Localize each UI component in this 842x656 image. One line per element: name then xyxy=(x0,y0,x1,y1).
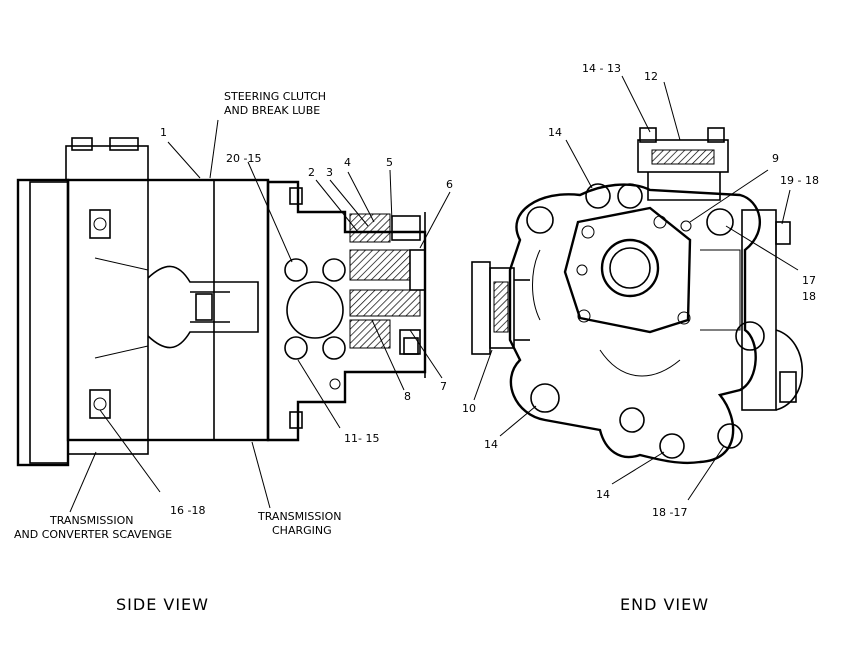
callout-14-bottom: 14 xyxy=(596,488,610,501)
callout-18: 18 xyxy=(802,290,816,303)
callout-2: 2 xyxy=(308,166,315,179)
callout-19-18: 19 - 18 xyxy=(780,174,819,187)
callout-10: 10 xyxy=(462,402,476,415)
callout-8: 8 xyxy=(404,390,411,403)
callout-14-13: 14 - 13 xyxy=(582,62,621,75)
callout-6: 6 xyxy=(446,178,453,191)
side-view-caption: SIDE VIEW xyxy=(116,595,209,614)
steering-note-line2: AND BREAK LUBE xyxy=(224,104,320,117)
callout-20-15: 20 -15 xyxy=(226,152,261,165)
steering-note-line1: STEERING CLUTCH xyxy=(224,90,326,103)
side-view-notes: STEERING CLUTCH AND BREAK LUBE TRANSMISS… xyxy=(14,90,341,541)
callout-18-17: 18 -17 xyxy=(652,506,687,519)
callout-1: 1 xyxy=(160,126,167,139)
callout-4: 4 xyxy=(344,156,351,169)
scavenge-note-line1: TRANSMISSION xyxy=(49,514,133,527)
scavenge-note-line2: AND CONVERTER SCAVENGE xyxy=(14,528,172,541)
end-view-callouts: 14 - 13 12 14 9 19 - 18 17 18 10 14 14 1… xyxy=(462,62,819,519)
end-view-drawing xyxy=(471,127,804,465)
view-captions: SIDE VIEW END VIEW xyxy=(116,595,709,614)
callout-17: 17 xyxy=(802,274,816,287)
callout-14-left: 14 xyxy=(484,438,498,451)
charging-note-line1: TRANSMISSION xyxy=(257,510,341,523)
end-view-caption: END VIEW xyxy=(620,595,709,614)
callout-7: 7 xyxy=(440,380,447,393)
side-view-callouts: 1 20 -15 2 3 4 5 6 7 8 11- 15 16 -18 xyxy=(160,126,453,517)
side-view-drawing xyxy=(16,137,427,467)
callout-3: 3 xyxy=(326,166,333,179)
charging-note-line2: CHARGING xyxy=(272,524,332,537)
callout-9: 9 xyxy=(772,152,779,165)
callout-14-top: 14 xyxy=(548,126,562,139)
side-view-leaders xyxy=(69,119,451,513)
callout-5: 5 xyxy=(386,156,393,169)
callout-12: 12 xyxy=(644,70,658,83)
callout-16-18: 16 -18 xyxy=(170,504,205,517)
end-view-leaders xyxy=(473,75,799,501)
callout-11-15: 11- 15 xyxy=(344,432,379,445)
